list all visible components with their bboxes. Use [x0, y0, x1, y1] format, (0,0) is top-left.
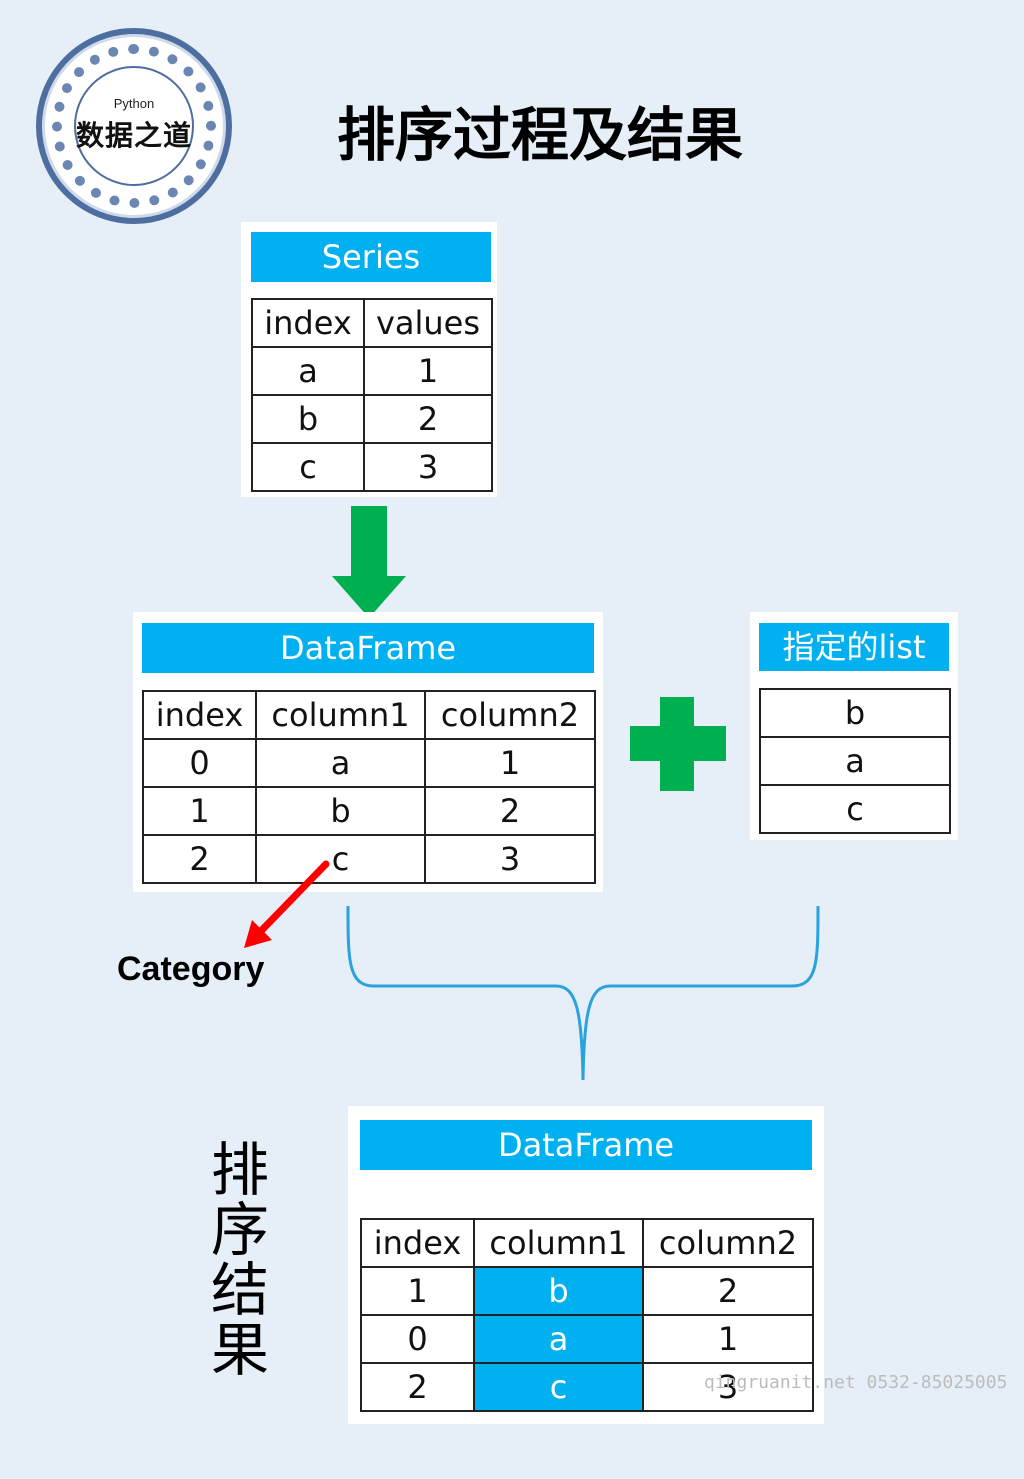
list-table: b a c [759, 688, 951, 834]
table-row: b [759, 688, 951, 738]
highlighted-cell: b [473, 1266, 644, 1316]
result-card: DataFrame index column1 column2 1 b 2 0 … [348, 1106, 824, 1424]
plus-icon [630, 697, 726, 791]
table-cell: 1 [424, 738, 596, 788]
table-header-row: index column1 column2 [142, 690, 596, 740]
logo-inner [74, 66, 194, 186]
table-cell: a [251, 346, 365, 396]
table-cell: 3 [642, 1362, 814, 1412]
dataframe-title: DataFrame [142, 623, 594, 673]
table-cell: a [255, 738, 426, 788]
page-title: 排序过程及结果 [336, 101, 743, 169]
table-header-row: index values [251, 298, 493, 348]
dataframe-table: index column1 column2 0 a 1 1 b 2 2 c 3 [142, 690, 596, 884]
result-table: index column1 column2 1 b 2 0 a 1 2 c 3 [360, 1218, 814, 1412]
table-cell: b [251, 394, 365, 444]
header-cell: values [363, 298, 493, 348]
category-label: Category [117, 950, 265, 988]
table-row: c [759, 784, 951, 834]
list-card: 指定的list b a c [750, 612, 958, 840]
table-row: a 1 [251, 346, 493, 396]
table-row: a [759, 736, 951, 786]
table-cell: 1 [142, 786, 257, 836]
table-row: c 3 [251, 442, 493, 492]
header-cell: column1 [473, 1218, 644, 1268]
table-row: 0 a 1 [360, 1314, 814, 1364]
table-cell: b [255, 786, 426, 836]
table-cell: 0 [142, 738, 257, 788]
table-row: b 2 [251, 394, 493, 444]
table-cell: b [759, 688, 951, 738]
series-title: Series [251, 232, 491, 282]
table-cell: 0 [360, 1314, 475, 1364]
table-cell: 3 [363, 442, 493, 492]
table-row: 1 b 2 [142, 786, 596, 836]
down-arrow-icon [332, 506, 406, 618]
logo-python-text: Python [113, 96, 155, 111]
logo-main-text: 数据之道 [75, 119, 192, 152]
list-title: 指定的list [759, 623, 949, 671]
table-cell: c [255, 834, 426, 884]
table-cell: c [759, 784, 951, 834]
table-cell: 1 [642, 1314, 814, 1364]
table-row: 0 a 1 [142, 738, 596, 788]
table-row: 2 c 3 [142, 834, 596, 884]
result-title: DataFrame [360, 1120, 812, 1170]
header-cell: index [360, 1218, 475, 1268]
result-label: 排序结果 [210, 1136, 269, 1384]
table-cell: a [759, 736, 951, 786]
red-arrow-icon [244, 860, 330, 948]
highlighted-cell: c [473, 1362, 644, 1412]
table-cell: 2 [642, 1266, 814, 1316]
highlighted-cell: a [473, 1314, 644, 1364]
header-cell: column2 [424, 690, 596, 740]
header-cell: index [251, 298, 365, 348]
header-cell: column1 [255, 690, 426, 740]
header-cell: index [142, 690, 257, 740]
table-cell: 2 [142, 834, 257, 884]
table-cell: 2 [363, 394, 493, 444]
table-cell: 2 [424, 786, 596, 836]
table-cell: 1 [360, 1266, 475, 1316]
table-row: 2 c 3 [360, 1362, 814, 1412]
table-cell: 1 [363, 346, 493, 396]
dataframe-card: DataFrame index column1 column2 0 a 1 1 … [133, 612, 603, 892]
table-row: 1 b 2 [360, 1266, 814, 1316]
series-card: Series index values a 1 b 2 c 3 [241, 222, 497, 497]
logo-ring [52, 44, 216, 208]
header-cell: column2 [642, 1218, 814, 1268]
watermark-text: qingruanit.net 0532-85025005 [704, 1372, 1008, 1393]
series-table: index values a 1 b 2 c 3 [251, 298, 493, 492]
logo-seal: Python 数据之道 [36, 28, 232, 224]
table-header-row: index column1 column2 [360, 1218, 814, 1268]
table-cell: 3 [424, 834, 596, 884]
table-cell: 2 [360, 1362, 475, 1412]
table-cell: c [251, 442, 365, 492]
brace-icon [346, 905, 820, 1081]
